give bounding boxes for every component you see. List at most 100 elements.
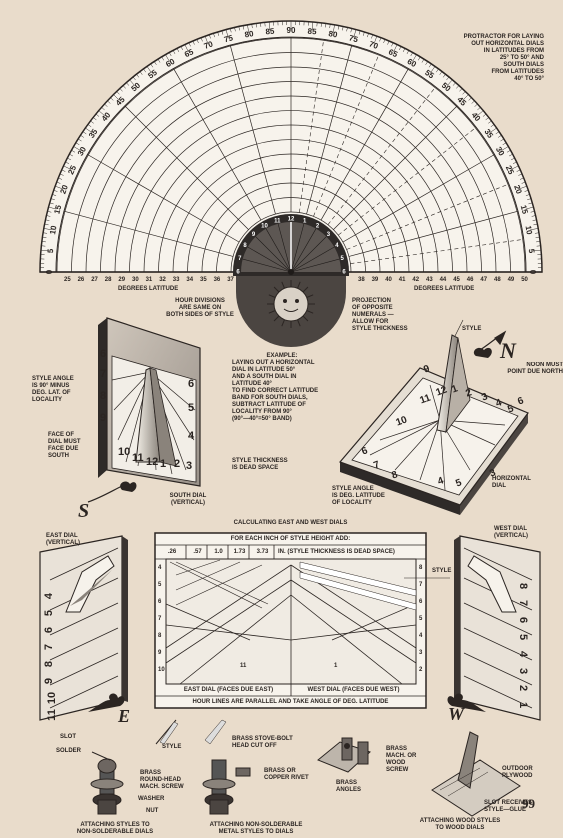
- dial-numeral: 4: [188, 430, 195, 442]
- degree-label: 15: [52, 204, 63, 215]
- north-letter: N: [500, 338, 516, 363]
- dial-numeral: 5: [188, 402, 195, 414]
- page-number: 99: [522, 796, 535, 811]
- degree-label: 65: [387, 47, 399, 59]
- dial-numeral: 7: [100, 368, 107, 380]
- small-dial-hour: 7: [238, 256, 242, 262]
- dial-numeral: 10: [118, 446, 131, 458]
- dial-numeral: 7: [43, 643, 56, 651]
- table-left-hour: 9: [158, 650, 162, 656]
- small-dial-hour: 8: [243, 243, 247, 249]
- hardware-figures: [90, 719, 521, 817]
- table-header: FOR EACH INCH OF STYLE HEIGHT ADD:: [230, 536, 351, 542]
- latitude-caption-left: DEGREES LATITUDE: [118, 286, 179, 292]
- hw-washer: WASHER: [138, 796, 165, 802]
- dial-numeral: 2: [517, 684, 530, 692]
- table-left-hour: 7: [158, 616, 162, 622]
- calc-table: [154, 532, 450, 709]
- latitude-value: 44: [439, 277, 447, 283]
- dial-numeral: 5: [517, 633, 530, 641]
- table-right-hour: 7: [419, 582, 423, 588]
- latitude-value: 27: [91, 277, 98, 283]
- degree-label: 85: [307, 27, 317, 37]
- south-letter: S: [78, 500, 90, 522]
- hour-rays: [63, 37, 524, 264]
- degree-label: 20: [58, 183, 70, 195]
- degree-label: 15: [519, 204, 530, 215]
- latitude-value: 34: [186, 277, 194, 283]
- south-dial-figure: [98, 317, 201, 487]
- degree-label: 75: [223, 33, 234, 44]
- degree-label: 5: [527, 248, 536, 254]
- dial-numeral: 8: [100, 390, 107, 402]
- east-caption: EAST DIAL (FACES DUE EAST): [183, 687, 274, 693]
- latitude-value: 25: [64, 277, 71, 283]
- small-dial-hour: 4: [335, 243, 339, 249]
- table-right-hour: 5: [419, 616, 423, 622]
- latitude-value: 43: [426, 277, 433, 283]
- degree-label: 80: [328, 29, 339, 40]
- hw-nut: NUT: [146, 808, 159, 814]
- dial-numeral: 9: [43, 677, 56, 685]
- latitude-value: 41: [398, 277, 406, 283]
- west-letter: W: [448, 704, 465, 724]
- degree-label: 10: [524, 225, 535, 236]
- label-style-top: STYLE: [462, 326, 482, 332]
- latitude-value: 40: [385, 277, 392, 283]
- table-left-hour: 5: [158, 582, 162, 588]
- table-right-hour: 3: [419, 650, 423, 656]
- hw-slot: SLOT: [60, 734, 76, 740]
- degree-label: 25: [504, 164, 516, 176]
- small-dial-hour: 1: [303, 218, 307, 224]
- dial-numeral: 5: [43, 609, 56, 617]
- dial-numeral: 1: [160, 458, 167, 470]
- table-right-hour: 6: [419, 599, 423, 605]
- degree-label: 5: [46, 248, 55, 254]
- latitude-value: 48: [494, 277, 501, 283]
- latitude-value: 28: [104, 277, 112, 283]
- latitude-value: 32: [159, 277, 166, 283]
- style-height-value: 3.73: [256, 549, 269, 555]
- small-dial-hour: 6: [342, 270, 346, 276]
- dial-numeral: 12: [146, 456, 159, 468]
- small-dial-hour: 5: [341, 256, 345, 262]
- style-height-value: 1.0: [214, 549, 223, 555]
- dial-numeral: 8: [517, 582, 530, 590]
- latitude-value: 29: [118, 277, 126, 283]
- latitude-value: 37: [227, 277, 234, 283]
- degree-label: 75: [348, 33, 359, 44]
- south-arrow: [87, 481, 137, 503]
- dial-numeral: 7: [517, 599, 530, 607]
- dial-numeral: 3: [517, 667, 530, 675]
- hw-style: STYLE: [162, 744, 182, 750]
- label-east-dial: EAST DIAL(VERTICAL): [46, 533, 80, 546]
- dial-numeral: 4: [43, 592, 56, 600]
- label-south-dial: SOUTH DIAL(VERTICAL): [169, 493, 207, 506]
- latitude-value: 35: [200, 277, 207, 283]
- degree-label: 90: [287, 26, 296, 35]
- table-right-hour: 2: [419, 667, 423, 673]
- latitude-value: 33: [172, 277, 180, 283]
- dial-numeral: 8: [43, 660, 56, 668]
- dial-numeral: 10: [46, 691, 59, 705]
- degree-label: 20: [512, 184, 524, 196]
